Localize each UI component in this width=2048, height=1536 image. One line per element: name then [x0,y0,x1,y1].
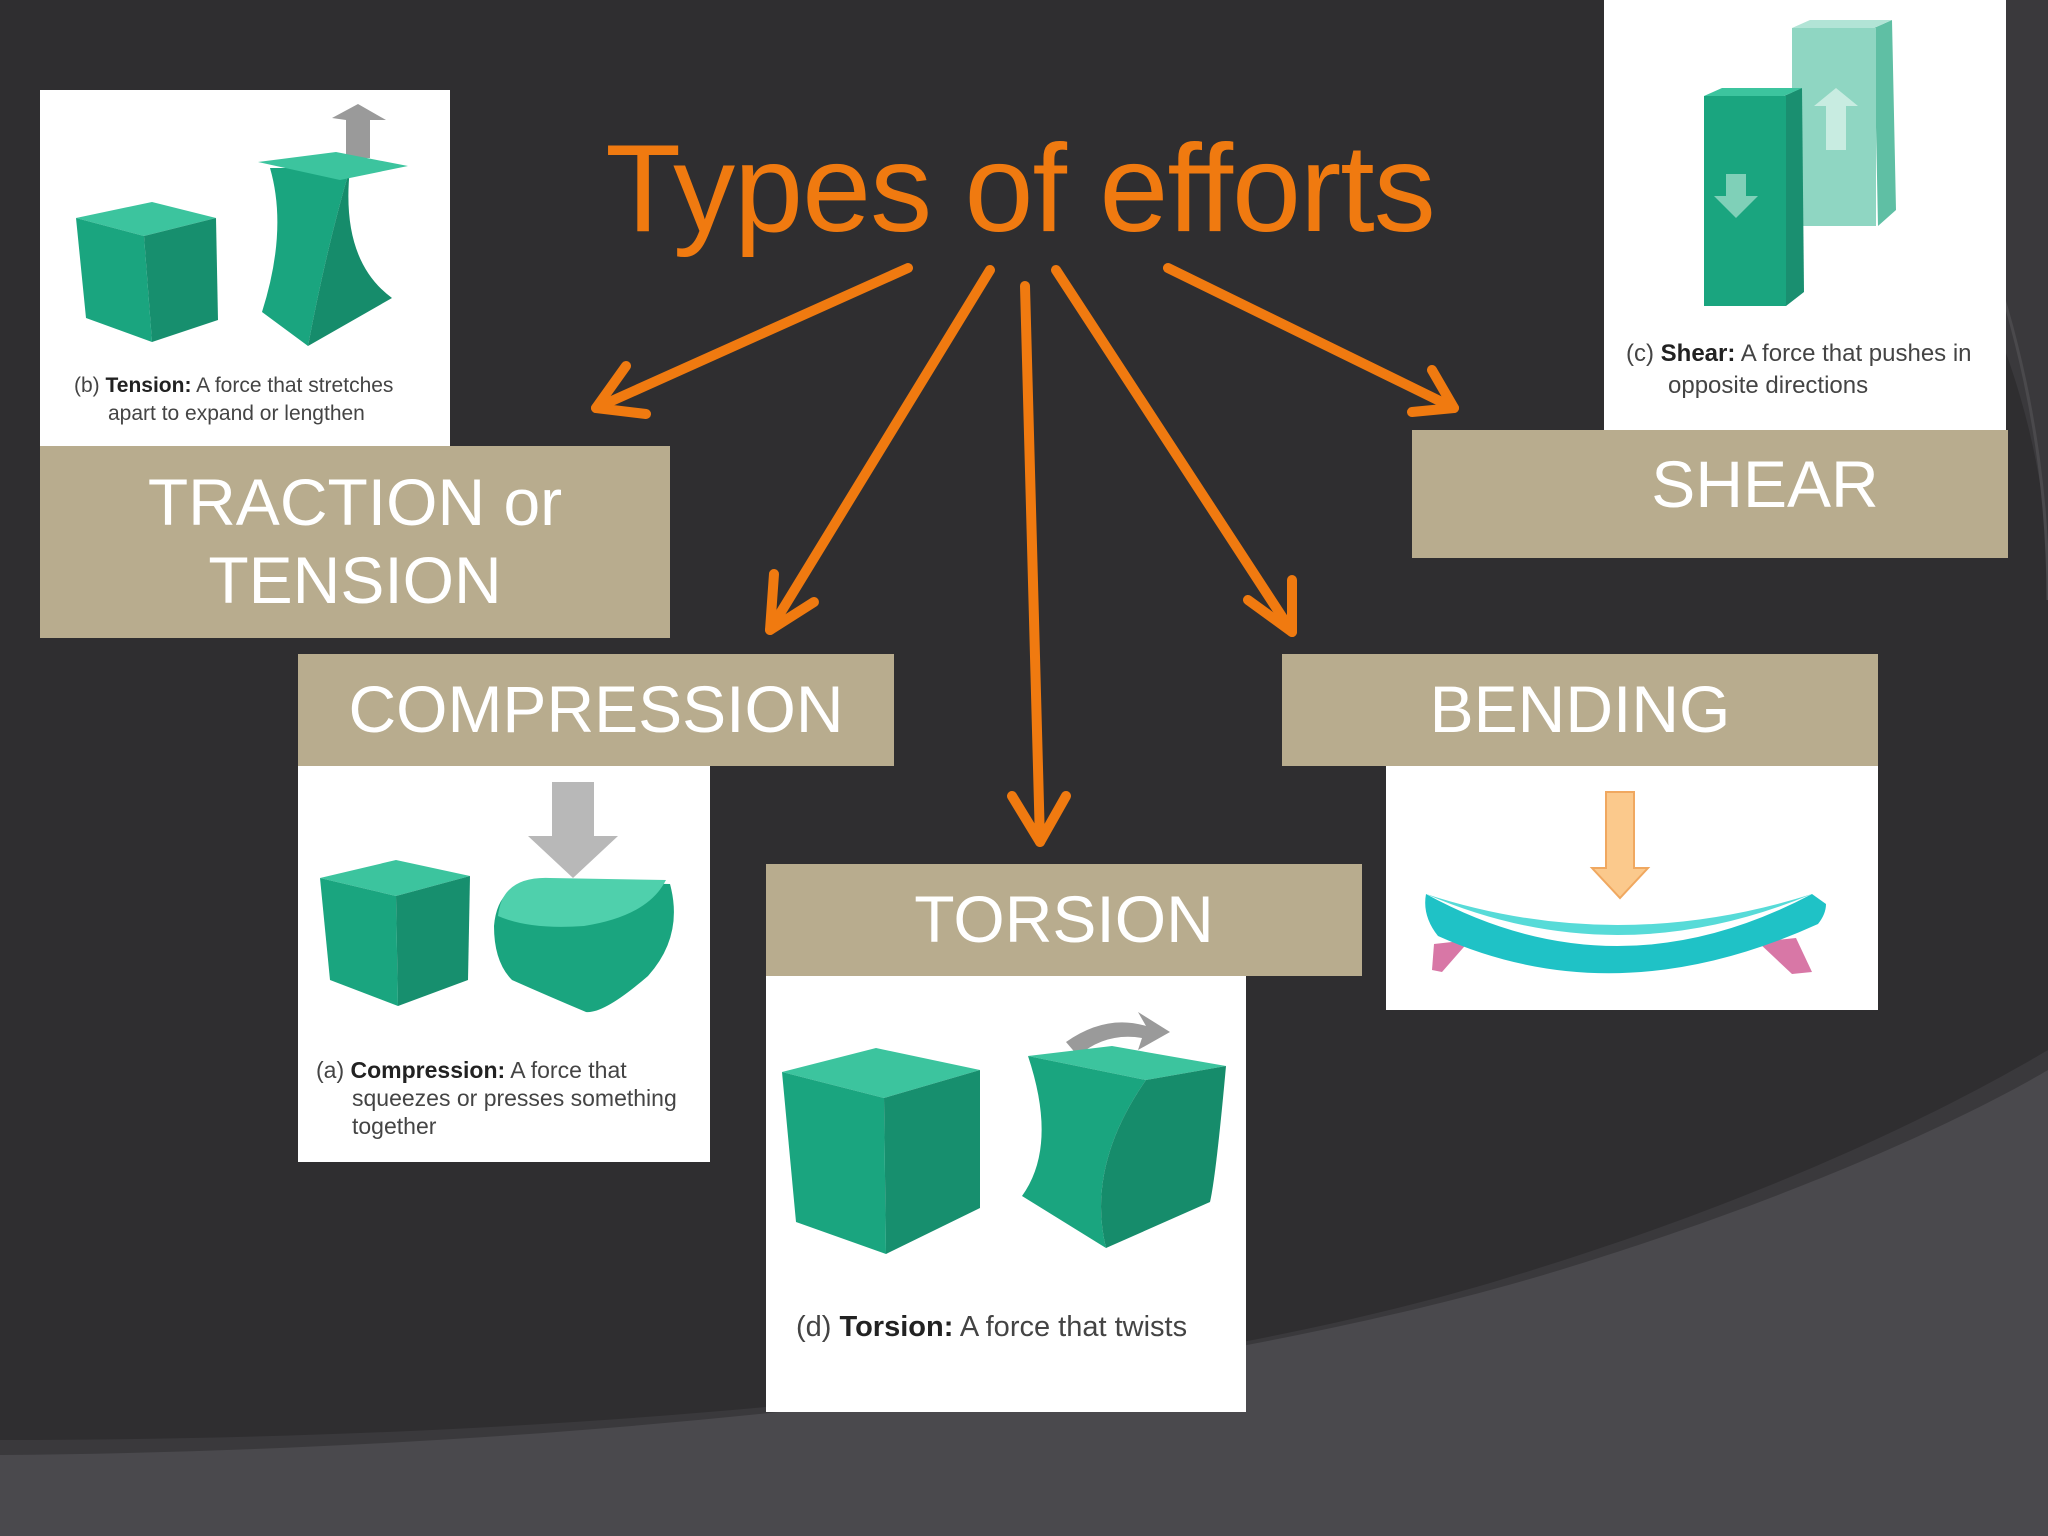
label-traction-line2: TENSION [208,543,502,617]
tension-arrow-up [332,104,386,158]
compression-cube-top [320,860,470,896]
torsion-caption: (d) Torsion: A force that twists [796,1310,1187,1344]
torsion-twisted-side [1101,1066,1226,1248]
compression-squashed-shape-top [498,877,666,927]
compression-illustration [320,782,674,1013]
shear-arrow-up [1814,88,1858,150]
label-traction-tension: TRACTION or TENSION [40,446,670,638]
torsion-twisted-top [1028,1046,1226,1080]
tension-illustration [76,104,408,346]
tension-stretched-shape-right [308,168,392,346]
arrow-to-compression [765,265,995,635]
compression-caption-term: Compression: [350,1057,506,1083]
torsion-caption-line1: A force that twists [959,1311,1188,1343]
background-swoosh-light [0,1070,2048,1536]
tension-caption-line2: apart to expand or lengthen [108,402,365,425]
tension-cube-front [76,218,152,342]
torsion-caption-term: Torsion: [839,1311,954,1343]
compression-caption-prefix: (a) [316,1057,345,1083]
tension-caption-prefix: (b) [74,374,100,397]
label-bending: BENDING [1282,654,1878,766]
torsion-image-card: (d) Torsion: A force that twists [766,976,1246,1412]
shear-caption-line1: A force that pushes in [1740,340,1972,367]
tension-stretched-top [258,152,408,180]
torsion-twist-arrow [1066,1012,1170,1056]
arrow-to-shear [1163,263,1459,417]
slide-title: Types of efforts [605,120,1435,258]
torsion-illustration [782,1012,1226,1254]
tension-caption-line1: A force that stretches [196,374,394,397]
torsion-twisted-front [1022,1056,1146,1248]
arrow-to-bending [1051,265,1297,637]
label-shear: SHEAR [1412,430,2008,558]
shear-caption-line2: opposite directions [1668,372,1869,399]
shear-caption-prefix: (c) [1626,340,1654,367]
torsion-cube-front [782,1072,886,1254]
label-bending-text: BENDING [1429,672,1731,747]
bending-beam-top [1426,894,1812,935]
shear-block-front-side [1784,88,1804,306]
label-compression-text: COMPRESSION [348,672,844,747]
shear-caption: (c) Shear: A force that pushes in opposi… [1626,338,1972,402]
compression-caption-line2: squeezes or presses something [352,1085,677,1111]
tension-cube-top [76,202,216,236]
bending-illustration [1425,791,1826,974]
bending-arrow-down [1589,791,1651,900]
arrow-to-tension [591,263,913,419]
shear-block-back-side [1874,20,1896,226]
bending-support-left [1432,940,1470,972]
bending-support-right [1758,938,1812,974]
tension-cube-side [144,218,218,342]
bending-beam [1425,894,1826,974]
shear-caption-term: Shear: [1660,340,1736,367]
tension-caption-term: Tension: [105,374,192,397]
compression-cube-side [396,876,470,1006]
compression-caption: (a) Compression: A force that squeezes o… [316,1056,677,1140]
torsion-cube-top [782,1048,980,1098]
tension-caption: (b) Tension: A force that stretches apar… [74,372,393,428]
tension-image-card: (b) Tension: A force that stretches apar… [40,90,450,446]
compression-cube-front [320,878,398,1006]
label-traction-line1: TRACTION or [147,465,563,540]
compression-image-card: (a) Compression: A force that squeezes o… [298,766,710,1162]
arrow-to-torsion [1007,281,1071,847]
torsion-cube-side [884,1070,980,1254]
tension-stretched-shape-side [262,168,350,346]
torsion-caption-prefix: (d) [796,1311,832,1343]
label-torsion-text: TORSION [914,882,1214,957]
shear-block-front-top [1704,88,1802,96]
compression-arrow-down [528,782,618,878]
shear-arrow-down [1714,174,1758,218]
shear-block-back-top [1792,20,1892,28]
compression-caption-line3: together [352,1113,437,1139]
compression-caption-line1: A force that [510,1057,627,1083]
shear-image-card: (c) Shear: A force that pushes in opposi… [1604,0,2006,430]
bending-image-card [1386,766,1878,1010]
label-shear-text: SHEAR [1651,447,1879,521]
shear-illustration [1704,20,1896,306]
label-compression: COMPRESSION [298,654,894,766]
label-torsion: TORSION [766,864,1362,976]
